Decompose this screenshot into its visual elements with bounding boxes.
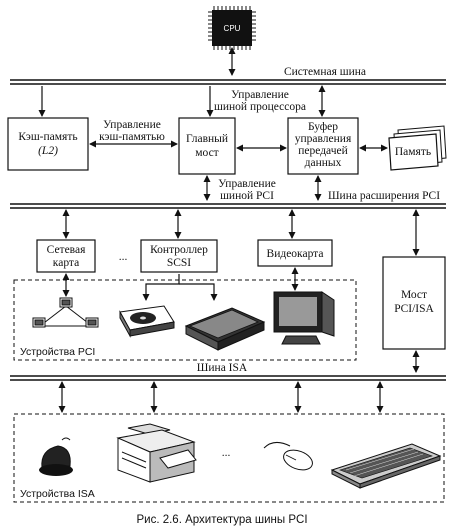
pci-bus-control-label-2: шиной PCI — [220, 190, 274, 202]
cache-control-label-1: Управление — [103, 119, 161, 131]
video-card-label: Видеокарта — [267, 248, 324, 260]
buffer-label-2: управления — [295, 133, 352, 145]
pci-isa-label-1: Мост — [401, 289, 427, 301]
isa-bus — [10, 375, 446, 381]
pci-ellipsis: ... — [119, 251, 128, 263]
main-bridge-label-1: Главный — [186, 133, 228, 145]
scsi-scanner-link — [179, 283, 218, 301]
main-bridge-label-2: мост — [195, 147, 218, 159]
cpu-bus-control-label-2: шиной процессора — [214, 101, 306, 113]
isa-bus-label: Шина ISA — [197, 362, 248, 374]
system-bus-label: Системная шина — [284, 66, 366, 78]
scsi-controller-block — [140, 239, 218, 273]
main-bridge-block — [178, 117, 236, 175]
isa-devices-label: Устройства ISA — [20, 488, 95, 500]
network-card-block — [36, 239, 96, 273]
cpu-chip: CPU — [208, 6, 256, 50]
buffer-label-1: Буфер — [308, 121, 338, 133]
system-bus — [10, 79, 446, 85]
network-icon — [32, 297, 99, 328]
figure-caption: Рис. 2.6. Архитектура шины PCI — [136, 514, 307, 526]
pci-isa-bridge-block — [382, 256, 446, 350]
modem-icon — [39, 437, 73, 476]
pci-devices-label: Устройства PCI — [20, 346, 95, 358]
memory-stack — [388, 125, 447, 171]
cpu-label: CPU — [224, 24, 241, 33]
video-card-block — [257, 239, 333, 267]
isa-ellipsis: ... — [222, 447, 231, 459]
pci-devices-region — [13, 279, 357, 361]
pci-expansion-bus — [10, 203, 446, 209]
printer-icon — [116, 423, 197, 483]
scanner-icon — [184, 307, 266, 351]
hard-disk-icon — [119, 305, 175, 338]
scsi-label-2: SCSI — [167, 257, 191, 269]
cache-block — [7, 117, 89, 171]
cpu-bus-control-label-1: Управление — [231, 89, 289, 101]
scsi-label-1: Контроллер — [150, 244, 208, 256]
memory-label: Память — [395, 146, 431, 158]
network-card-label-1: Сетевая — [47, 244, 86, 256]
pci-isa-label-2: PCI/ISA — [394, 303, 434, 315]
scsi-disk-link — [142, 274, 180, 301]
cache-label-2: (L2) — [38, 145, 58, 157]
mouse-icon — [263, 442, 313, 471]
network-card-label-2: карта — [53, 257, 79, 269]
pci-bus-control-label-1: Управление — [218, 178, 276, 190]
keyboard-icon — [330, 443, 442, 489]
buffer-label-3: передачей — [298, 145, 348, 157]
cache-label-1: Кэш-память — [18, 131, 77, 143]
pci-expansion-bus-label: Шина расширения PCI — [328, 190, 440, 202]
transfer-buffer-block — [287, 117, 359, 175]
monitor-icon — [273, 291, 335, 345]
buffer-label-4: данных — [305, 157, 342, 169]
cache-control-label-2: кэш-памятью — [99, 131, 165, 143]
